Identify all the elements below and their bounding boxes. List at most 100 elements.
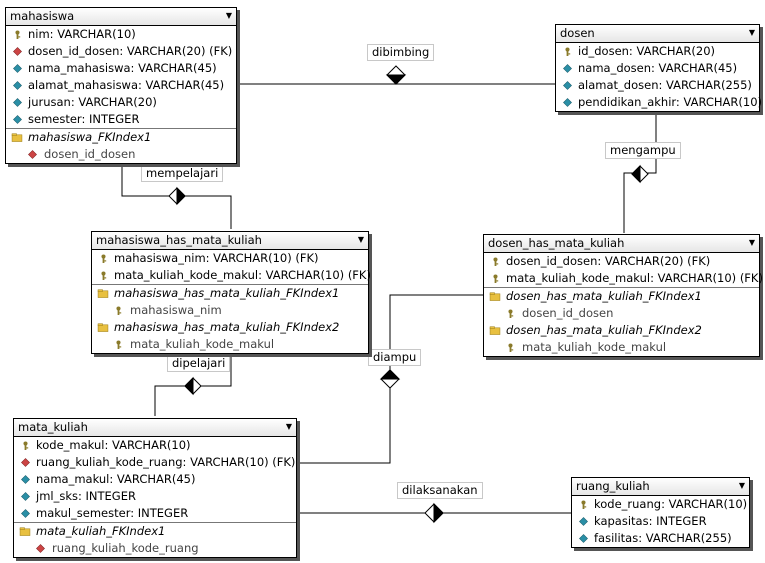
column-text: mata_kuliah_kode_makul: VARCHAR(10) (FK) xyxy=(506,271,763,285)
key-icon xyxy=(493,257,499,266)
column-row: nama_makul: VARCHAR(45) xyxy=(14,471,296,488)
relation-label-mempelajari: mempelajari xyxy=(141,165,224,182)
key-icon xyxy=(101,254,107,263)
key-icon xyxy=(508,343,514,352)
index-name: mata_kuliah_FKIndex1 xyxy=(36,524,166,538)
teal-diamond-icon xyxy=(563,64,572,73)
folder-icon xyxy=(19,527,31,536)
table-name: mahasiswa_has_mata_kuliah xyxy=(96,233,262,247)
relation-label-dibimbing: dibimbing xyxy=(367,44,435,61)
table-dosen-has-mata-kuliah[interactable]: dosen_has_mata_kuliah▼dosen_id_dosen: VA… xyxy=(483,234,763,357)
dibimbing-diamond-fill xyxy=(385,74,407,85)
chevron-down-icon[interactable]: ▼ xyxy=(748,28,755,37)
red-diamond-icon xyxy=(13,47,22,56)
relation-label-diampu: diampu xyxy=(368,349,422,366)
teal-diamond-icon xyxy=(13,98,22,107)
red-diamond-icon xyxy=(28,150,37,159)
column-text: nim: VARCHAR(10) xyxy=(28,27,136,41)
diampu-diamond-fill xyxy=(379,369,401,380)
table-header[interactable]: ruang_kuliah ▼ xyxy=(572,478,749,496)
column-row: makul_semester: INTEGER xyxy=(14,505,296,522)
index-row: dosen_has_mata_kuliah_FKIndex2 xyxy=(484,322,759,339)
red-diamond-icon xyxy=(36,544,45,553)
index-name: mahasiswa_has_mata_kuliah_FKIndex1 xyxy=(114,286,340,300)
teal-diamond-icon xyxy=(579,534,588,543)
column-row: jurusan: VARCHAR(20) xyxy=(6,94,236,111)
column-text: fasilitas: VARCHAR(255) xyxy=(594,531,732,545)
table-header[interactable]: dosen_has_mata_kuliah▼ xyxy=(484,235,759,253)
folder-icon xyxy=(97,289,109,298)
chevron-down-icon[interactable]: ▼ xyxy=(357,235,364,244)
table-name: mata_kuliah xyxy=(18,420,88,434)
chevron-down-icon[interactable]: ▼ xyxy=(748,238,755,247)
column-row: pendidikan_akhir: VARCHAR(10) xyxy=(556,94,762,111)
column-row: ruang_kuliah_kode_ruang: VARCHAR(10) (FK… xyxy=(14,454,296,471)
key-icon xyxy=(15,30,21,39)
column-row: fasilitas: VARCHAR(255) xyxy=(572,530,749,547)
column-text: dosen_id_dosen: VARCHAR(20) (FK) xyxy=(28,44,233,58)
chevron-down-icon[interactable]: ▼ xyxy=(738,481,745,490)
table-dosen[interactable]: dosen▼id_dosen: VARCHAR(20)nama_dosen: V… xyxy=(555,24,762,112)
index-column-text: mata_kuliah_kode_makul xyxy=(130,337,275,351)
index-row: mata_kuliah_FKIndex1 xyxy=(14,522,296,540)
chevron-down-icon[interactable]: ▼ xyxy=(285,422,292,431)
relation-label-dilaksanakan: dilaksanakan xyxy=(397,482,483,499)
index-column-row: mata_kuliah_kode_makul xyxy=(484,339,759,356)
index-column-row: ruang_kuliah_kode_ruang xyxy=(14,540,296,557)
column-text: jurusan: VARCHAR(20) xyxy=(28,95,157,109)
column-text: alamat_dosen: VARCHAR(255) xyxy=(578,78,752,92)
key-icon xyxy=(116,340,122,349)
key-icon xyxy=(116,306,122,315)
column-text: alamat_mahasiswa: VARCHAR(45) xyxy=(28,78,225,92)
index-column-row: dosen_id_dosen xyxy=(484,305,759,322)
table-mata-kuliah[interactable]: mata_kuliah ▼ kode_makul: VARCHAR(10) ruang… xyxy=(13,418,297,558)
column-row: mata_kuliah_kode_makul: VARCHAR(10) (FK) xyxy=(484,270,763,287)
table-ruang-kuliah[interactable]: ruang_kuliah▼kode_ruang: VARCHAR(10)kapa… xyxy=(571,477,750,548)
teal-diamond-icon xyxy=(579,517,588,526)
table-name: ruang_kuliah xyxy=(576,479,650,493)
table-header[interactable]: mahasiswa▼ xyxy=(6,8,236,26)
teal-diamond-icon xyxy=(13,81,22,90)
table-header[interactable]: dosen ▼ xyxy=(556,25,759,43)
index-row: mahasiswa_has_mata_kuliah_FKIndex2 xyxy=(92,319,368,336)
column-text: nama_mahasiswa: VARCHAR(45) xyxy=(28,61,217,75)
column-text: kode_ruang: VARCHAR(10) xyxy=(594,497,748,511)
mengampu-diamond-fill xyxy=(631,164,641,184)
column-row: semester: INTEGER xyxy=(6,111,236,128)
folder-icon xyxy=(489,326,501,335)
table-mahasiswa[interactable]: mahasiswa▼nim: VARCHAR(10) dosen_id_dosen… xyxy=(5,7,237,164)
chevron-down-icon[interactable]: ▼ xyxy=(225,11,232,20)
index-name: mahasiswa_FKIndex1 xyxy=(28,130,152,144)
red-diamond-icon xyxy=(21,458,30,467)
mempelajari-diamond-fill xyxy=(176,186,186,206)
index-column-text: mahasiswa_nim xyxy=(130,303,222,317)
teal-diamond-icon xyxy=(21,509,30,518)
dilaksanakan-diamond-fill xyxy=(433,502,444,524)
table-name: dosen xyxy=(560,26,595,40)
key-icon xyxy=(101,271,107,280)
index-name: dosen_has_mata_kuliah_FKIndex2 xyxy=(506,323,702,337)
column-row: id_dosen: VARCHAR(20) xyxy=(556,43,759,60)
column-row: kode_makul: VARCHAR(10) xyxy=(14,437,296,454)
teal-diamond-icon xyxy=(13,64,22,73)
column-text: nama_makul: VARCHAR(45) xyxy=(36,472,196,486)
column-row: mahasiswa_nim: VARCHAR(10) (FK) xyxy=(92,250,368,267)
relation-label-mengampu: mengampu xyxy=(605,142,681,159)
column-text: kode_makul: VARCHAR(10) xyxy=(36,438,191,452)
teal-diamond-icon xyxy=(563,98,572,107)
column-row: kode_ruang: VARCHAR(10) xyxy=(572,496,749,513)
table-mahasiswa-has-mata-kuliah[interactable]: mahasiswa_has_mata_kuliah ▼ mahasiswa_nim:… xyxy=(91,231,371,354)
teal-diamond-icon xyxy=(21,492,30,501)
table-header[interactable]: mahasiswa_has_mata_kuliah ▼ xyxy=(92,232,368,250)
folder-icon xyxy=(489,292,501,301)
dipelajari-diamond-fill xyxy=(184,376,194,396)
table-header[interactable]: mata_kuliah ▼ xyxy=(14,419,296,437)
column-text: pendidikan_akhir: VARCHAR(10) xyxy=(578,95,762,109)
column-text: id_dosen: VARCHAR(20) xyxy=(578,44,716,58)
column-row: mata_kuliah_kode_makul: VARCHAR(10) (FK) xyxy=(92,267,371,284)
column-text: makul_semester: INTEGER xyxy=(36,506,189,520)
index-column-text: ruang_kuliah_kode_ruang xyxy=(52,541,199,555)
teal-diamond-icon xyxy=(13,115,22,124)
folder-icon xyxy=(11,133,23,142)
